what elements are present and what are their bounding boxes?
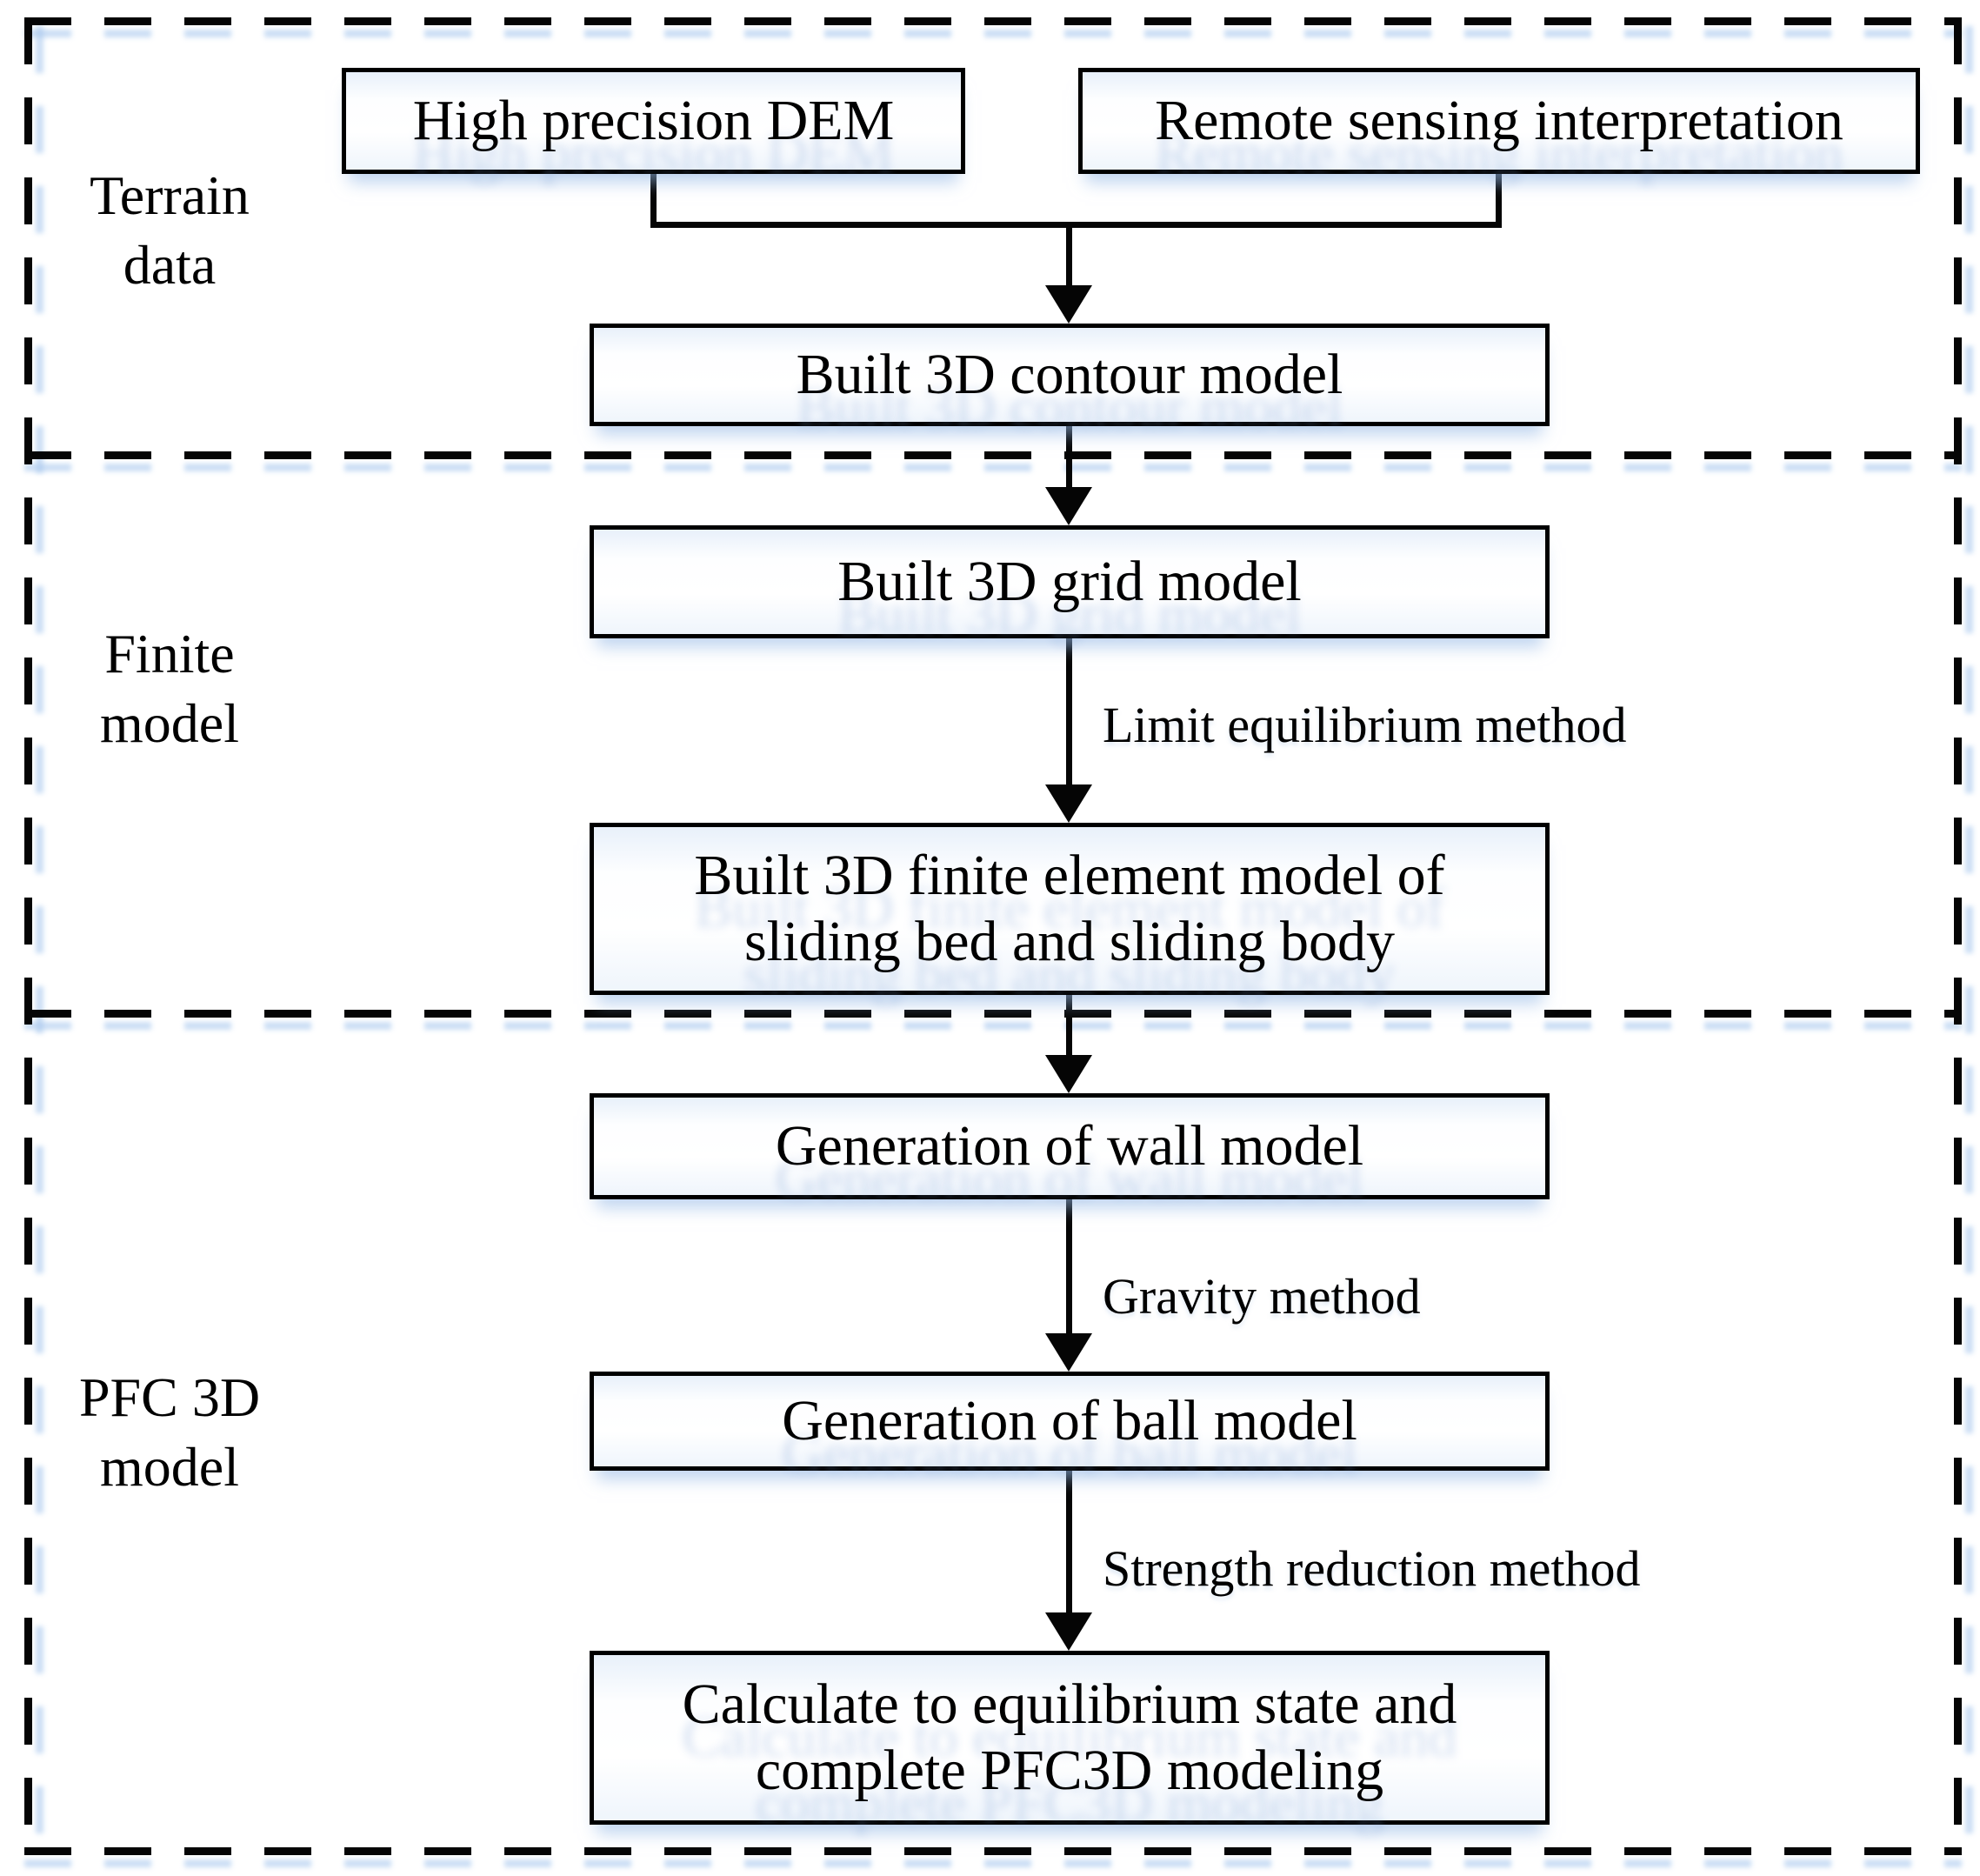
connector-finite-element-to-wall <box>1066 991 1072 1062</box>
section-label-pfc-3d-model: PFC 3D model <box>78 1366 261 1498</box>
edge-label-limit-equilibrium-method: Limit equilibrium method <box>1103 697 1627 753</box>
outer-border-bottom <box>24 1847 1962 1855</box>
divider-terrain-finite-shadow <box>24 464 1962 471</box>
box-calculate-to-equilibrium-state: Calculate to equilibrium state and compl… <box>590 1651 1550 1825</box>
box-generation-of-ball-model: Generation of ball model <box>590 1372 1550 1471</box>
arrow-down-icon <box>1045 784 1092 823</box>
box-high-precision-dem: High precision DEM <box>342 68 965 174</box>
box-built-3d-grid-model-text: Built 3D grid model <box>837 550 1302 613</box>
section-label-terrain-data: Terrain data <box>90 164 250 296</box>
box-remote-sensing-interpretation-text: Remote sensing interpretation <box>1155 89 1843 152</box>
box-built-3d-contour-model: Built 3D contour model <box>590 324 1550 426</box>
outer-border-left <box>24 17 32 1855</box>
section-label-finite-model: Finite model <box>100 623 239 754</box>
outer-border-right-shadow <box>1965 26 1973 1864</box>
connector-remote-drop <box>1496 170 1502 228</box>
divider-finite-pfc <box>24 1010 1962 1018</box>
edge-label-strength-reduction-method: Strength reduction method <box>1103 1540 1641 1597</box>
box-built-3d-grid-model: Built 3D grid model <box>590 525 1550 638</box>
arrow-down-icon <box>1045 1055 1092 1093</box>
connector-dem-drop <box>650 170 657 228</box>
divider-terrain-finite <box>24 451 1962 459</box>
connector-grid-to-finite-element <box>1066 635 1072 791</box>
arrow-down-icon <box>1045 1612 1092 1651</box>
arrow-down-icon <box>1045 285 1092 324</box>
connector-contour-to-grid <box>1066 423 1072 494</box>
outer-border-right <box>1954 17 1962 1855</box>
box-built-3d-finite-element-model: Built 3D finite element model of sliding… <box>590 823 1550 995</box>
connector-wall-to-ball <box>1066 1197 1072 1340</box>
outer-border-left-shadow <box>36 26 43 1864</box>
outer-border-top <box>24 17 1962 25</box>
edge-label-gravity-method: Gravity method <box>1103 1268 1421 1325</box>
box-high-precision-dem-text: High precision DEM <box>412 89 895 152</box>
box-generation-of-wall-model-text: Generation of wall model <box>775 1114 1364 1178</box>
arrow-down-icon <box>1045 1333 1092 1372</box>
divider-finite-pfc-shadow <box>24 1022 1962 1030</box>
box-calculate-to-equilibrium-state-text: Calculate to equilibrium state and compl… <box>682 1672 1457 1802</box>
arrow-down-icon <box>1045 487 1092 525</box>
box-remote-sensing-interpretation: Remote sensing interpretation <box>1078 68 1920 174</box>
connector-merge-horizontal <box>650 222 1502 228</box>
box-built-3d-finite-element-model-text: Built 3D finite element model of sliding… <box>694 844 1445 973</box>
box-built-3d-contour-model-text: Built 3D contour model <box>796 343 1343 406</box>
outer-border-bottom-shadow <box>24 1859 1962 1867</box>
box-generation-of-ball-model-text: Generation of ball model <box>782 1389 1357 1452</box>
box-generation-of-wall-model: Generation of wall model <box>590 1093 1550 1199</box>
outer-border-top-shadow <box>24 30 1962 37</box>
connector-ball-to-calculate <box>1066 1468 1072 1619</box>
connector-merge-to-contour <box>1066 224 1072 292</box>
